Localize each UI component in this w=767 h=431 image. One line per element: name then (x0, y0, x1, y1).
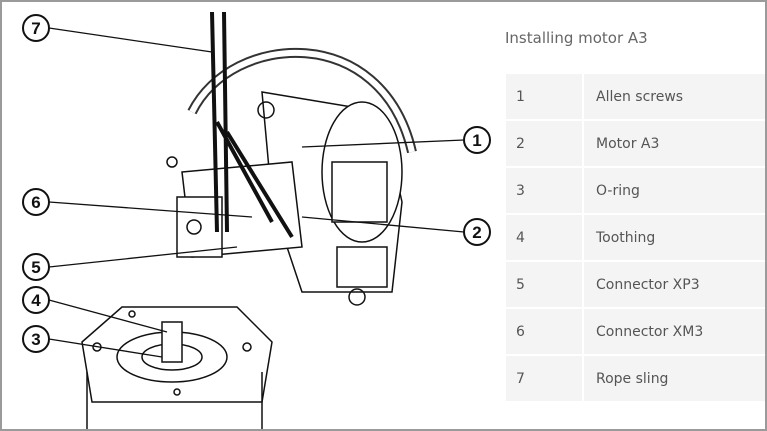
callout-5 (22, 253, 50, 281)
callout-label-5: 5 (31, 258, 40, 277)
callout-3 (22, 325, 50, 353)
figure-title: Installing motor A3 (505, 29, 648, 47)
callout-label-4: 4 (31, 291, 41, 310)
part-number: 7 (506, 355, 584, 403)
part-number: 4 (506, 214, 584, 262)
part-number: 5 (506, 261, 584, 309)
callout-label-1: 1 (472, 131, 481, 150)
part-label: Connector XM3 (583, 308, 765, 356)
motor-installation-diagram: 7 1 2 6 5 4 3 (22, 11, 491, 429)
callout-4 (22, 286, 50, 314)
part-label: Toothing (583, 214, 765, 262)
callout-6 (22, 188, 50, 216)
part-label: Allen screws (583, 74, 765, 121)
callout-2 (463, 218, 491, 246)
part-number: 1 (506, 74, 584, 121)
part-label: Motor A3 (583, 120, 765, 168)
callout-label-7: 7 (31, 19, 40, 38)
part-number: 6 (506, 308, 584, 356)
part-label: O-ring (583, 167, 765, 215)
callout-label-2: 2 (472, 223, 481, 242)
part-label: Rope sling (583, 355, 765, 403)
part-number: 2 (506, 120, 584, 168)
part-label: Connector XP3 (583, 261, 765, 309)
callout-1 (463, 126, 491, 154)
part-number: 3 (506, 167, 584, 215)
callout-7 (22, 14, 50, 42)
callout-label-3: 3 (31, 330, 40, 349)
callout-label-6: 6 (31, 193, 40, 212)
